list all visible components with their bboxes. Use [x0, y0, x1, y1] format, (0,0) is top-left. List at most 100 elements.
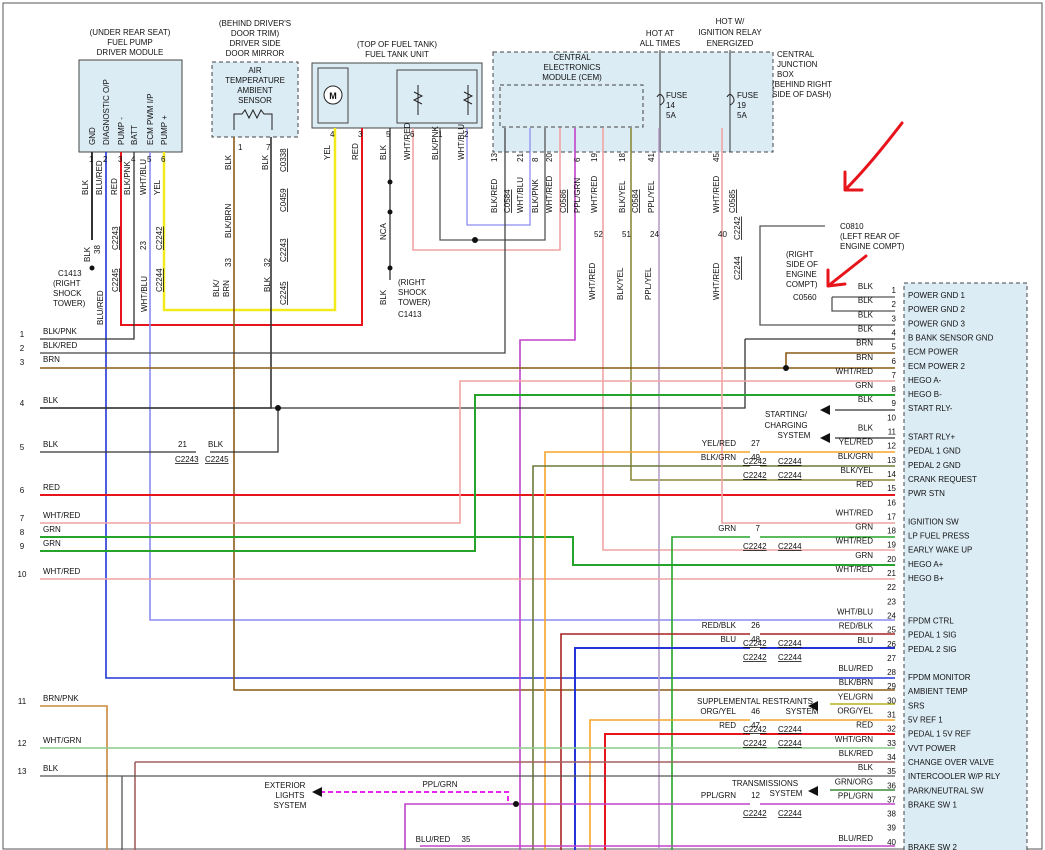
connector-c2244: C2244 [778, 542, 802, 551]
cem-pin-wire: WHT/RED [590, 175, 599, 213]
tank-pin-wire: WHT/BLU [457, 124, 466, 160]
c1413-left-3: SHOCK [53, 289, 82, 298]
n21: 21 [178, 440, 187, 449]
wire-fpdm-red [120, 128, 363, 326]
ecm-pin-name: POWER GND 3 [908, 319, 965, 328]
ecm-pin-number: 15 [887, 484, 896, 493]
arrow-left-icon [808, 701, 818, 711]
ecm-pin-number: 1 [892, 286, 897, 295]
left-wire-number: 2 [20, 344, 25, 353]
mid-pin-wire: WHT/RED [588, 262, 597, 300]
ecm-pin-name: CHANGE OVER VALVE [908, 758, 994, 767]
wire-tank-whtblu [466, 128, 531, 226]
nca-label: NCA [379, 222, 388, 240]
ecm-pin-wire: GRN [855, 551, 873, 560]
c1413-left-1: C1413 [58, 269, 82, 278]
ecm-pin-name: CRANK REQUEST [908, 475, 977, 484]
left-wire-number: 4 [20, 399, 25, 408]
arrow-left-icon [808, 786, 818, 796]
ecm-pin-number: 33 [887, 739, 896, 748]
ecm-pin-wire: WHT/RED [836, 367, 874, 376]
ecm-pin-number: 20 [887, 555, 896, 564]
pin-32: 32 [263, 258, 272, 267]
fuse14-b: 14 [666, 101, 675, 110]
starting-2: CHARGING [764, 421, 807, 430]
sensor-label-3: AMBIENT [237, 86, 273, 95]
ecm-pin-wire: BLK [858, 282, 874, 291]
left-wire-number: 9 [20, 542, 25, 551]
tank-title-1: (TOP OF FUEL TANK) [357, 40, 437, 49]
wire-brn-3 [40, 352, 895, 369]
ecm-pin-number: 4 [892, 328, 897, 337]
ecm-pin-wire: WHT/GRN [835, 735, 873, 744]
left-wire-color: WHT/GRN [43, 736, 81, 745]
fpdm-pin-wire: BLU/RED [95, 160, 104, 195]
connector-c2242: C2242 [743, 739, 767, 748]
ecm-pin-number: 38 [887, 810, 896, 819]
exterior-1: EXTERIOR [265, 781, 306, 790]
arrow-left-icon [312, 787, 322, 797]
tank-pin-number: 4 [330, 130, 335, 139]
wire-whtred-17 [721, 300, 895, 524]
ecm-pin-name: PEDAL 1 GND [908, 447, 961, 456]
fpdm-pin-wire: BLK/PNK [123, 161, 132, 195]
fpdm-pin-wire: BLK [81, 179, 90, 195]
cjb-3: BOX [777, 70, 795, 79]
left-wire-number: 1 [20, 330, 25, 339]
fpdm-pin-label: DIAGNOSTIC O/P [102, 79, 111, 145]
fpdm-pin-number: 4 [131, 155, 136, 164]
ecm-pin-name: HEGO A- [908, 376, 942, 385]
left-wire-color: BLK [43, 396, 59, 405]
ecm-box [903, 282, 1028, 850]
ecm-pin-number: 2 [892, 300, 897, 309]
c1413-right-3: TOWER) [398, 298, 431, 307]
ecm-pin-number: 37 [887, 795, 896, 804]
thermistor-icon [233, 108, 273, 130]
ecm-pin-number: 14 [887, 470, 896, 479]
wire-ext-lights [320, 791, 509, 804]
fpdm-title-1: (UNDER REAR SEAT) [90, 28, 171, 37]
mid-pin-number: 52 [594, 230, 603, 239]
fpdm-title-3: DRIVER MODULE [97, 48, 164, 57]
ecm-pin-wire: BLU/RED [838, 834, 873, 843]
fpdm-pin-number: 1 [89, 155, 94, 164]
ecm-pin-number: 39 [887, 824, 896, 833]
fpdm-pin-number: 3 [118, 155, 123, 164]
fpdm-pin-wire: YEL [153, 179, 162, 195]
c1413-right-1: (RIGHT [398, 278, 426, 287]
wire-fpdm-yel [162, 128, 337, 312]
ecm-pin-name: INTERCOOLER W/P RLY [908, 772, 1001, 781]
inline-pin-wire: RED [719, 721, 736, 730]
wire-blk: BLK [379, 289, 388, 305]
ecm-pin-name: HEGO B+ [908, 574, 944, 583]
mirror-connector: C0338 [279, 148, 288, 172]
ecm-pin-number: 34 [887, 753, 896, 762]
blk21: BLK [208, 440, 224, 449]
left-wire-color: BRN/PNK [43, 694, 79, 703]
mirror-title-3: DRIVER SIDE [229, 39, 280, 48]
ecm-pin-number: 21 [887, 569, 896, 578]
mirror-pin-wire: BLK [261, 154, 270, 170]
exterior-2: LIGHTS [276, 791, 305, 800]
fuse19-b: 19 [737, 101, 746, 110]
wire-red-32 [604, 733, 895, 850]
ecm-pin-name: EARLY WAKE UP [908, 546, 972, 555]
splice-points [89, 179, 789, 807]
ecm-pin-wire: BLK/BRN [839, 678, 873, 687]
cem-pin-wire: C0586 [559, 189, 568, 213]
ecm-pin-wire: RED/BLK [839, 622, 874, 631]
ecm-pin-number: 22 [887, 583, 896, 592]
ecm-pin-wire: RED [856, 721, 873, 730]
left-wire-color: WHT/RED [43, 511, 81, 520]
fuel-tank-unit: (TOP OF FUEL TANK) FUEL TANK UNIT M [311, 40, 483, 129]
arrow-left-icon [820, 405, 830, 415]
c0560-loc2: SIDE OF [786, 260, 818, 269]
ecm-pin-wire: BLK [858, 763, 874, 772]
tank-pin-number: 5 [386, 130, 391, 139]
ecm-pin-number: 7 [892, 371, 897, 380]
ecm-pin-wire: BLK/RED [839, 749, 873, 758]
c0560-loc3: ENGINE [786, 270, 817, 279]
connector-c2244: C2244 [778, 725, 802, 734]
ecm-pin-number: 11 [888, 428, 897, 437]
connector-c2243: C2243 [279, 238, 288, 262]
